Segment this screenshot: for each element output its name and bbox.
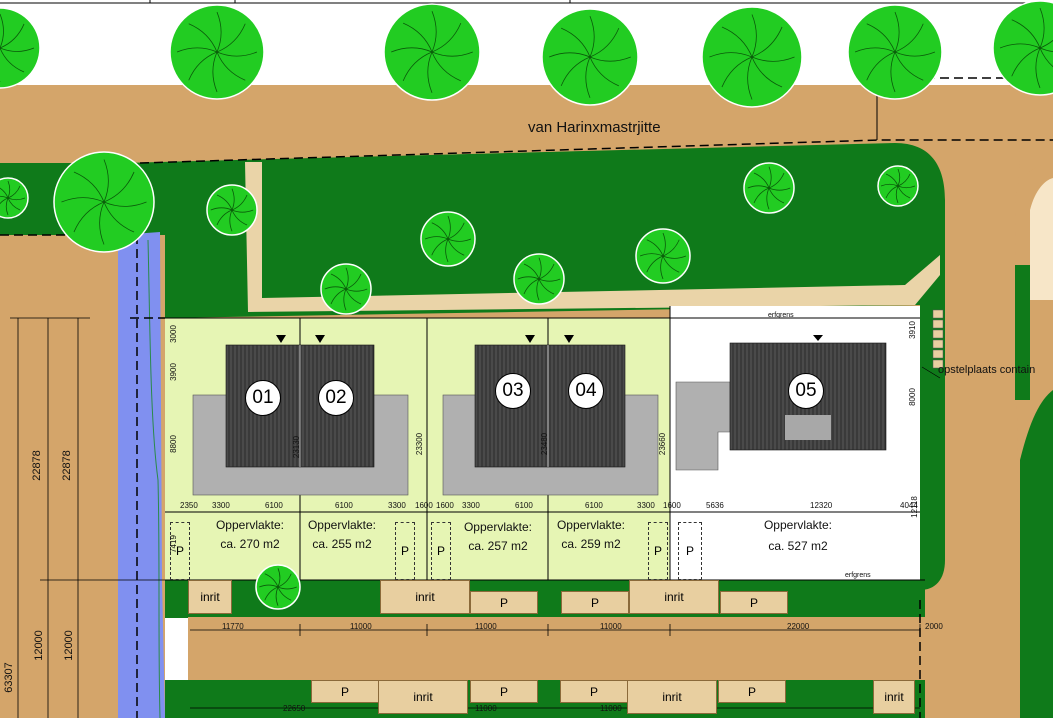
driveway[interactable]: inrit	[188, 580, 232, 614]
parking-spot[interactable]: P	[311, 680, 379, 703]
lot-01-area-value: ca. 270 m2	[220, 537, 280, 551]
water	[118, 232, 165, 718]
driveway[interactable]: inrit	[629, 580, 719, 614]
lot-04-area-value: ca. 259 m2	[561, 537, 621, 551]
dim-road: 11000	[350, 622, 372, 631]
dim-vert: 7419	[168, 535, 178, 553]
dim-lot-width: 3300	[462, 501, 480, 510]
parking-spot[interactable]: P	[678, 522, 702, 580]
green-park	[120, 143, 945, 590]
lot-01-area-label: Oppervlakte:	[215, 518, 285, 532]
dim-foot: 22650	[283, 704, 306, 713]
driveway[interactable]: inrit	[873, 680, 915, 714]
dim-foot: 11000	[475, 704, 497, 713]
parking-spot[interactable]: P	[718, 680, 786, 703]
dim-lot-width: 2350	[180, 501, 198, 510]
dim-foot: 11000	[600, 704, 622, 713]
lot-05-area-label: Oppervlakte:	[763, 518, 833, 532]
boundary-label-top: erfgrens	[768, 312, 794, 319]
dim-road: 2000	[925, 622, 943, 631]
driveway[interactable]: inrit	[627, 680, 717, 714]
dim-lot-width: 1600	[663, 501, 681, 510]
driveway[interactable]: inrit	[378, 680, 468, 714]
dim-lot-width: 3300	[637, 501, 655, 510]
dim-lot-width: 6100	[515, 501, 533, 510]
dim-vert: 8000	[907, 388, 917, 406]
parking-spot[interactable]: P	[648, 522, 668, 580]
parking-spot[interactable]: P	[395, 522, 415, 580]
dim-vert: 23130	[292, 435, 302, 459]
tree	[0, 177, 29, 219]
driveway[interactable]: inrit	[380, 580, 470, 614]
dim-lot-width: 5636	[706, 501, 724, 510]
dim-left-4: 12000	[62, 630, 75, 661]
green-east	[1020, 390, 1053, 718]
dim-left-1: 22878	[30, 450, 43, 481]
street-name: van Harinxmastrjitte	[528, 119, 661, 136]
lot-02-area-label: Oppervlakte:	[307, 518, 377, 532]
parking-spot[interactable]: P	[170, 522, 190, 580]
lot-number-04[interactable]: 04	[568, 373, 604, 409]
dim-road: 11000	[600, 622, 622, 631]
boundary-label-bottom: erfgrens	[845, 572, 871, 579]
lot-02-area-value: ca. 255 m2	[312, 537, 372, 551]
lot-number-05[interactable]: 05	[788, 373, 824, 409]
tree	[0, 7, 41, 89]
lot-number-01[interactable]: 01	[245, 380, 281, 416]
dim-lot-width: 1600	[436, 501, 454, 510]
dim-left-3: 12000	[32, 630, 45, 661]
lot-04-area-label: Oppervlakte:	[556, 518, 626, 532]
dim-road: 22000	[787, 622, 810, 631]
parking-spot[interactable]: P	[720, 591, 788, 614]
lot-05-area-value: ca. 527 m2	[768, 539, 828, 553]
dim-vert: 8800	[168, 435, 178, 453]
dim-left-2: 22878	[60, 450, 73, 481]
dim-vert: 12118	[909, 496, 919, 518]
parking-spot[interactable]: P	[470, 591, 538, 614]
dim-vert: 23480	[540, 432, 550, 456]
lot-03-area-label: Oppervlakte:	[463, 520, 533, 534]
parking-spot[interactable]: P	[431, 522, 451, 580]
parking-spot[interactable]: P	[561, 591, 629, 614]
parking-spot[interactable]: P	[560, 680, 628, 703]
dim-vert: 3900	[168, 363, 178, 381]
dim-left-5: 63307	[2, 662, 15, 693]
dim-lot-width: 4044	[900, 501, 918, 510]
lot-03-area-value: ca. 257 m2	[468, 539, 528, 553]
lot-number-03[interactable]: 03	[495, 373, 531, 409]
dim-vert: 23300	[415, 432, 425, 456]
dim-lot-width: 6100	[265, 501, 283, 510]
dim-road: 11770	[222, 622, 244, 631]
storage-label: opstelplaats contain	[938, 364, 1036, 376]
dim-lot-width: 6100	[585, 501, 603, 510]
lot-number-02[interactable]: 02	[318, 380, 354, 416]
dim-road: 11000	[475, 622, 497, 631]
parking-spot[interactable]: P	[470, 680, 538, 703]
tree	[992, 0, 1053, 96]
dim-vert: 23660	[658, 432, 668, 456]
dim-lot-width: 12320	[810, 501, 833, 510]
dim-vert: 3910	[907, 321, 917, 339]
dim-lot-width: 3300	[388, 501, 406, 510]
dim-lot-width: 1600	[415, 501, 433, 510]
dim-lot-width: 3300	[212, 501, 230, 510]
dim-vert: 3000	[168, 325, 178, 343]
dim-lot-width: 6100	[335, 501, 353, 510]
